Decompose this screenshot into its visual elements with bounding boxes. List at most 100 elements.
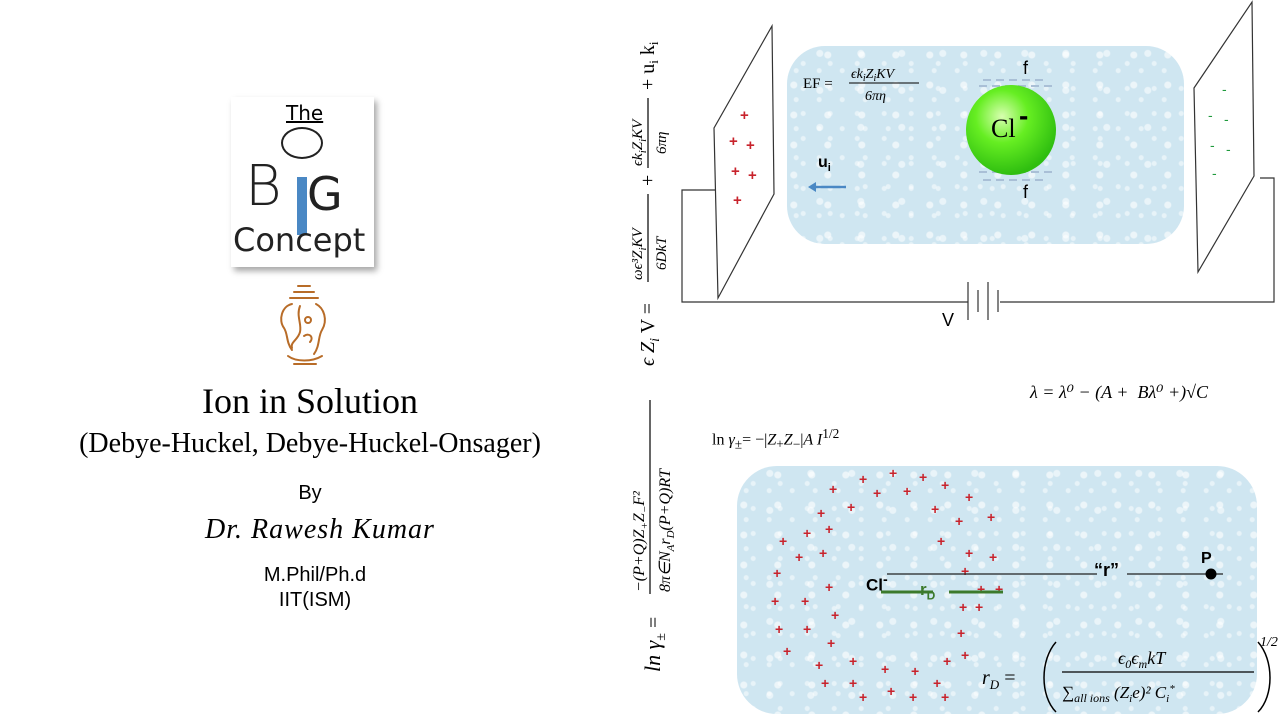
logo-g: G: [307, 167, 343, 221]
svg-text:+: +: [779, 533, 787, 549]
velocity-arrow-icon: [808, 182, 846, 192]
plus-charge: +: [729, 133, 738, 150]
svg-text:+ ui ki: + ui ki: [637, 41, 661, 90]
friction-label-top: f: [1023, 58, 1029, 78]
minus-charge: -: [1222, 81, 1227, 97]
author-name: Dr. Rawesh Kumar: [205, 514, 435, 545]
svg-text:+: +: [909, 689, 917, 705]
svg-text:+: +: [821, 675, 829, 691]
chloride-ion: [966, 79, 1056, 181]
logo-b: B: [245, 154, 282, 219]
svg-text:+: +: [849, 653, 857, 669]
svg-text:+: +: [957, 625, 965, 641]
debye-length-equation: rD = ϵ0ϵmkT ∑all ions (Zie)² Ci* 1/2: [982, 635, 1278, 713]
friction-label-bottom: f: [1023, 182, 1029, 202]
svg-text:+: +: [803, 525, 811, 541]
svg-text:6πη: 6πη: [865, 89, 886, 104]
cl-center-label: Cl-: [866, 572, 888, 595]
svg-text:+: +: [803, 621, 811, 637]
svg-text:+: +: [819, 545, 827, 561]
svg-text:+: +: [775, 621, 783, 637]
svg-text:+: +: [637, 175, 659, 186]
svg-text:+: +: [815, 657, 823, 673]
svg-text:+: +: [961, 647, 969, 663]
svg-text:+: +: [825, 579, 833, 595]
svg-text:+: +: [961, 563, 969, 579]
plus-charge: +: [748, 167, 757, 184]
by-label: By: [298, 482, 322, 504]
svg-text:+: +: [817, 505, 825, 521]
svg-text:+: +: [881, 661, 889, 677]
plus-charge: +: [746, 137, 755, 154]
ionic-atmosphere-charges: +++ ++++ ++++ ++++ ++++ +++ +++ +++ +++ …: [771, 466, 1223, 705]
svg-text:+: +: [943, 653, 951, 669]
svg-text:ϵkiZiKV: ϵkiZiKV: [851, 67, 896, 84]
svg-text:EF =: EF =: [803, 76, 833, 92]
minus-charge: -: [1212, 165, 1217, 181]
svg-text:+: +: [889, 466, 897, 481]
svg-text:6πη: 6πη: [654, 132, 670, 154]
svg-text:+: +: [795, 549, 803, 565]
plus-charge: +: [733, 192, 742, 209]
svg-text:ϵkiZiKV: ϵkiZiKV: [630, 118, 649, 166]
svg-text:+: +: [937, 533, 945, 549]
svg-text:+: +: [849, 675, 857, 691]
svg-text:+: +: [801, 593, 809, 609]
svg-text:ϵ Zi V =: ϵ Zi V =: [637, 303, 663, 366]
svg-text:+: +: [931, 501, 939, 517]
logo-o-circle: [281, 127, 323, 159]
svg-text:+: +: [959, 599, 967, 615]
ion-mobility-diagram: [681, 0, 1275, 320]
svg-text:+: +: [995, 581, 1003, 597]
velocity-label: ui: [818, 154, 831, 175]
svg-text:+: +: [911, 663, 919, 679]
logo-the: The: [286, 101, 324, 125]
svg-text:+: +: [955, 513, 963, 529]
svg-text:−(P+Q)Z+Z−F²: −(P+Q)Z+Z−F²: [631, 490, 651, 592]
debye-length-label: rD: [920, 580, 936, 603]
svg-text:+: +: [887, 683, 895, 699]
author-institute: IIT(ISM): [278, 589, 352, 611]
plus-charge: +: [731, 163, 740, 180]
minus-charge: -: [1208, 107, 1213, 123]
svg-text:+: +: [771, 593, 779, 609]
ln-gamma-full-equation: ln γ± = −(P+Q)Z+Z−F² 8π∈NArD(P+Q)RT: [631, 400, 677, 672]
slide-title: Ion in Solution: [201, 381, 419, 421]
svg-text:+: +: [859, 689, 867, 705]
author-degree: M.Phil/Ph.d: [263, 564, 367, 586]
plus-charge: +: [740, 107, 749, 124]
voltage-label: V: [942, 310, 955, 330]
ion-label: Cl: [991, 114, 1016, 143]
svg-text:+: +: [965, 489, 973, 505]
svg-text:∑all ions (Zie)² Ci*: ∑all ions (Zie)² Ci*: [1062, 683, 1175, 705]
ef-equation: EF = ϵkiZiKV 6πη: [803, 64, 933, 109]
svg-text:ωϵ³ZiKV: ωϵ³ZiKV: [630, 226, 649, 280]
ion-charge: -: [1019, 100, 1029, 131]
svg-text:+: +: [989, 549, 997, 565]
svg-text:+: +: [831, 607, 839, 623]
svg-text:+: +: [773, 565, 781, 581]
svg-text:+: +: [975, 599, 983, 615]
logo-i-bar: [297, 177, 307, 235]
minus-charge: -: [1210, 137, 1215, 153]
svg-text:6DkT: 6DkT: [654, 235, 670, 270]
logo-concept: Concept: [233, 221, 366, 259]
svg-text:+: +: [903, 483, 911, 499]
svg-text:+: +: [859, 471, 867, 487]
svg-text:+: +: [919, 469, 927, 485]
point-p-label: P: [1201, 550, 1212, 567]
svg-text:+: +: [829, 481, 837, 497]
svg-text:+: +: [873, 485, 881, 501]
svg-text:+: +: [965, 545, 973, 561]
ganesha-emblem-icon: [280, 285, 326, 365]
big-concept-logo: The B G Concept: [231, 97, 374, 267]
svg-text:+: +: [977, 581, 985, 597]
ionic-atmosphere-box: [737, 466, 1257, 714]
minus-charge: -: [1224, 111, 1229, 127]
svg-text:rD =: rD =: [982, 667, 1015, 692]
svg-text:+: +: [933, 675, 941, 691]
r-distance-label: “r”: [1094, 560, 1120, 580]
svg-text:+: +: [827, 635, 835, 651]
velocity-balance-equation: ϵ Zi V = ωϵ³ZiKV 6DkT + ϵkiZiKV 6πη + ui…: [630, 41, 670, 366]
svg-text:ln γ± =: ln γ± =: [640, 617, 669, 672]
